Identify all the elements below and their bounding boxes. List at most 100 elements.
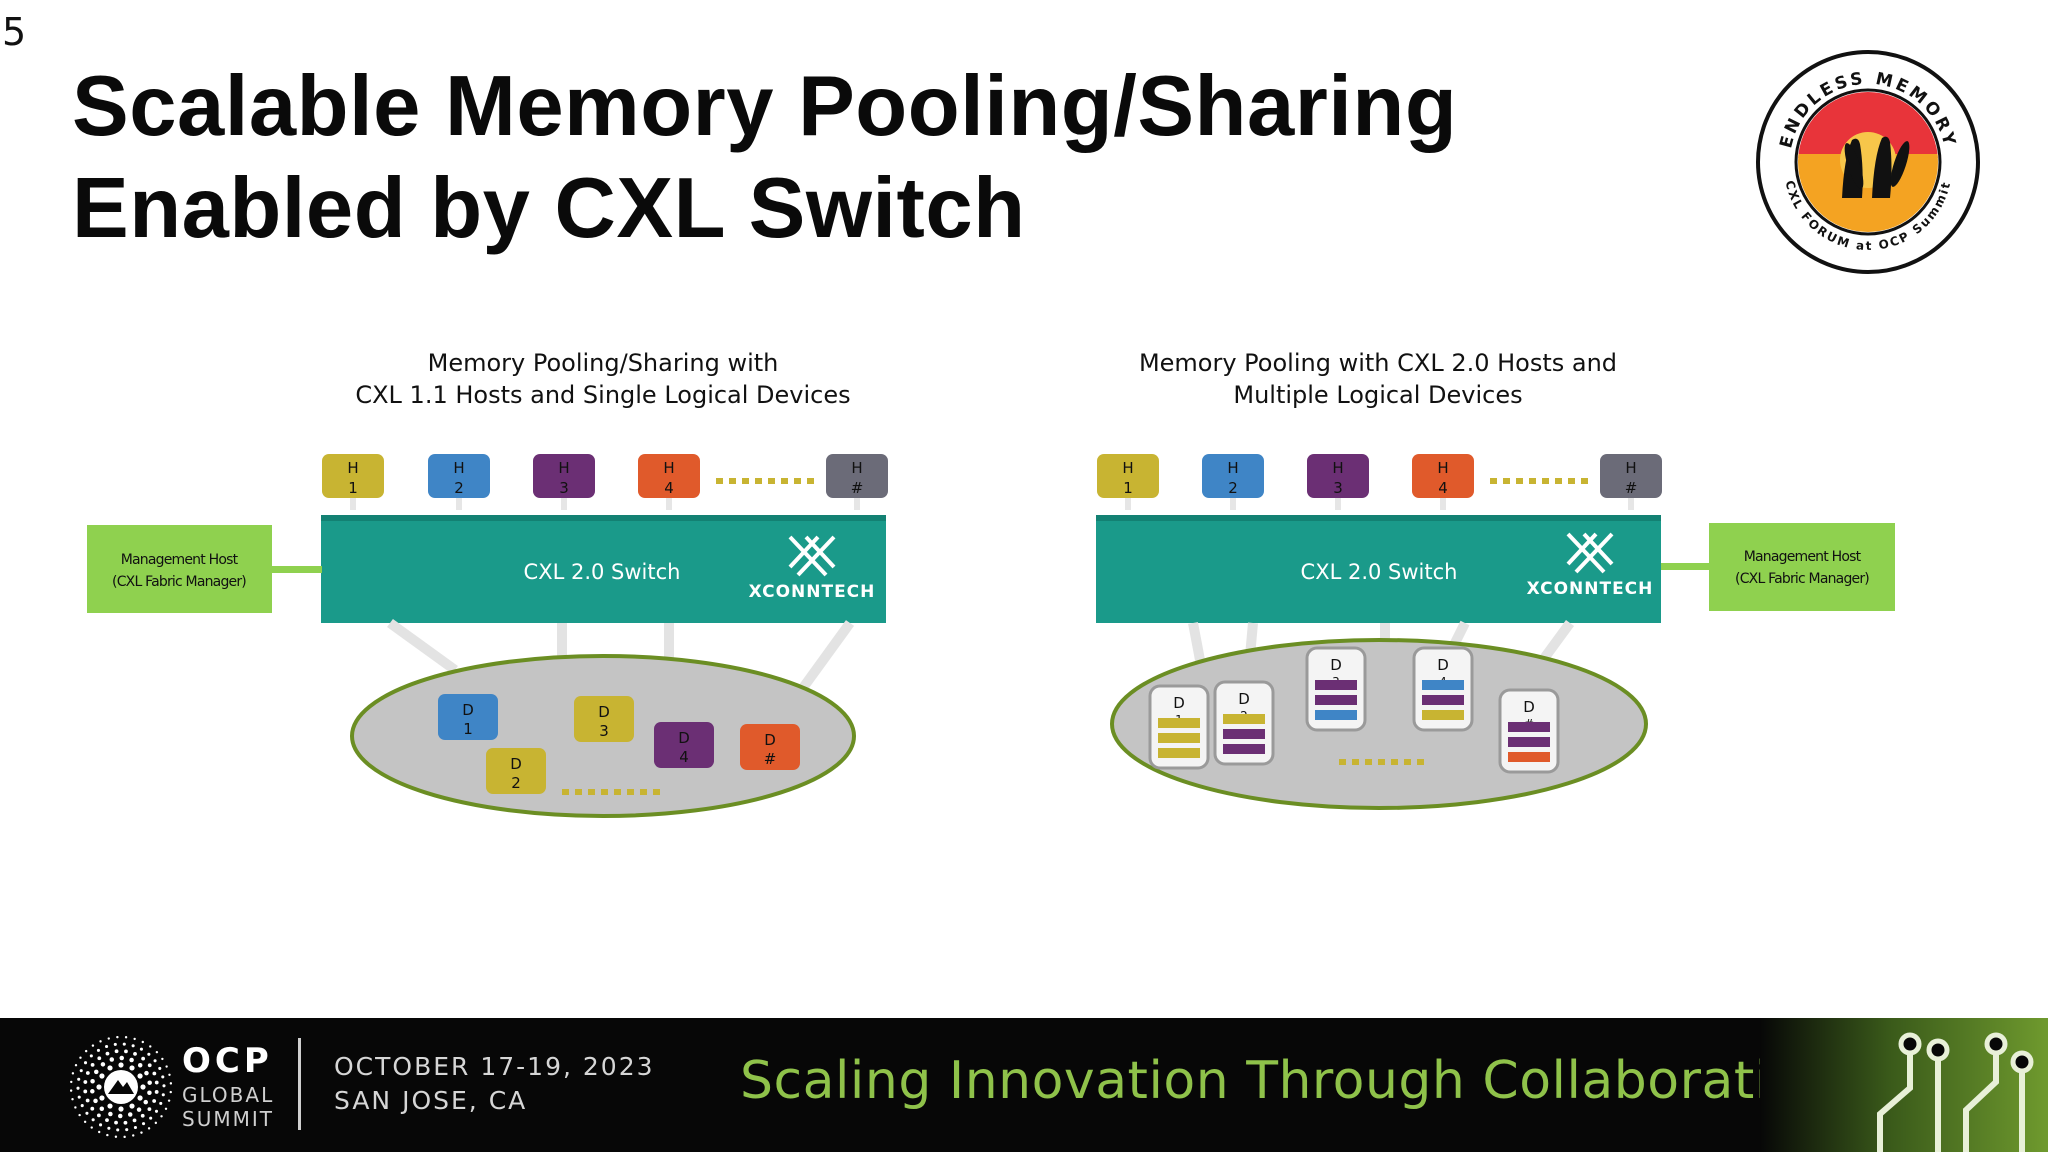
starburst-dot xyxy=(99,1040,102,1043)
starburst-dot xyxy=(161,1075,165,1079)
logical-device-stripe xyxy=(1315,680,1357,690)
host-box xyxy=(1600,454,1662,498)
logical-device-stripe xyxy=(1158,748,1200,758)
left-device-n: D# xyxy=(740,724,800,770)
ellipsis-dot xyxy=(1378,759,1385,765)
right-diagram-title-line-1: Memory Pooling with CXL 2.0 Hosts and xyxy=(1138,349,1618,377)
starburst-dot xyxy=(90,1062,95,1067)
left-device-2: D2 xyxy=(486,748,546,794)
host-connector xyxy=(456,490,462,510)
mgmt-label-line-2: (CXL Fabric Manager) xyxy=(1735,571,1869,587)
starburst-dot xyxy=(99,1095,105,1101)
host-connector xyxy=(350,490,356,510)
device-number: # xyxy=(764,750,777,768)
host-letter: H xyxy=(453,459,464,477)
starburst-dot xyxy=(91,1118,95,1122)
starburst-dot xyxy=(149,1116,153,1120)
host-box xyxy=(428,454,490,498)
host-connector xyxy=(561,490,567,510)
logical-device-stripe xyxy=(1158,718,1200,728)
starburst-dot xyxy=(99,1073,105,1079)
starburst-dot xyxy=(91,1044,95,1047)
host-letter: H xyxy=(1122,459,1133,477)
starburst-dot xyxy=(169,1082,172,1085)
slide-number: 5 xyxy=(2,10,27,54)
starburst-dot xyxy=(109,1057,115,1062)
starburst-dot xyxy=(143,1099,148,1105)
logical-device-stripe xyxy=(1422,680,1464,690)
management-host xyxy=(1709,523,1895,611)
logical-device-stripe xyxy=(1315,695,1357,705)
starburst-dot xyxy=(160,1115,163,1118)
host-box xyxy=(638,454,700,498)
left-diagram-title: Memory Pooling/Sharing with CXL 1.1 Host… xyxy=(253,347,953,411)
footer-tagline: Scaling Innovation Through Collaboration xyxy=(740,1051,1836,1111)
host-letter: H xyxy=(663,459,674,477)
mgmt-link xyxy=(272,566,322,573)
starburst-dot xyxy=(77,1077,81,1081)
starburst-dot xyxy=(113,1042,117,1046)
starburst-dot xyxy=(152,1071,157,1076)
slide-title: Scalable Memory Pooling/Sharing Enabled … xyxy=(72,56,1457,260)
device-ellipsis xyxy=(562,789,660,795)
starburst-dot xyxy=(96,1048,101,1052)
starburst-dot xyxy=(76,1086,80,1090)
host-connector xyxy=(1440,490,1446,510)
device-letter: D xyxy=(1238,690,1250,708)
left-host-4: H4 xyxy=(638,454,700,498)
starburst-dot xyxy=(132,1134,135,1137)
device-letter: D xyxy=(764,731,776,749)
mgmt-label-line-1: Management Host xyxy=(121,552,239,568)
event-location: SAN JOSE, CA xyxy=(334,1086,528,1115)
host-connector xyxy=(1335,490,1341,510)
footer-divider xyxy=(298,1038,301,1130)
host-number: 2 xyxy=(454,479,464,497)
starburst-dot xyxy=(136,1107,142,1112)
starburst-dot xyxy=(97,1056,102,1061)
host-number: 1 xyxy=(1123,479,1133,497)
starburst-dot xyxy=(141,1040,144,1044)
starburst-dot xyxy=(74,1064,78,1067)
starburst-dot xyxy=(107,1065,113,1071)
device-letter: D xyxy=(1523,698,1535,716)
logical-device-stripe xyxy=(1223,744,1265,754)
pool-link xyxy=(387,618,458,675)
starburst-dot xyxy=(83,1080,88,1084)
starburst-dot xyxy=(108,1111,113,1117)
host-box xyxy=(1307,454,1369,498)
ellipsis-dot xyxy=(1404,759,1411,765)
logical-device-stripe xyxy=(1508,722,1550,732)
starburst-dot xyxy=(116,1036,119,1039)
device-number: 1 xyxy=(463,720,473,738)
starburst-dot xyxy=(74,1106,77,1109)
starburst-dot xyxy=(168,1073,171,1076)
starburst-dot xyxy=(80,1104,84,1108)
device-letter: D xyxy=(598,703,610,721)
starburst-dot xyxy=(162,1084,166,1088)
starburst-dot xyxy=(132,1118,137,1123)
starburst-dot xyxy=(133,1037,136,1041)
host-number: # xyxy=(851,479,864,497)
starburst-dot xyxy=(161,1057,164,1061)
ellipsis-dot xyxy=(1581,478,1588,484)
xconntech-logo: XCONNTECH xyxy=(749,535,874,602)
right-host-1: H1 xyxy=(1097,454,1159,498)
ellipsis-dot xyxy=(768,478,775,484)
endless-memory-logo: ENDLESS MEMORY CXL FORUM at OCP Summit xyxy=(1756,50,1980,274)
host-box xyxy=(322,454,384,498)
event-dates: OCTOBER 17-19, 2023 xyxy=(334,1052,655,1081)
starburst-dot xyxy=(152,1099,157,1103)
starburst-dot xyxy=(127,1112,133,1117)
xconntech-logo: XCONNTECH xyxy=(1527,532,1652,599)
ellipsis-dot xyxy=(1555,478,1562,484)
logical-device-stripe xyxy=(1422,710,1464,720)
host-connector xyxy=(666,490,672,510)
starburst-dot xyxy=(70,1080,73,1084)
device-box xyxy=(486,748,546,794)
host-connector xyxy=(1628,490,1634,510)
host-letter: H xyxy=(1625,459,1636,477)
starburst-dot xyxy=(123,1135,126,1138)
starburst-dot xyxy=(158,1066,162,1070)
starburst-dot xyxy=(169,1090,172,1094)
